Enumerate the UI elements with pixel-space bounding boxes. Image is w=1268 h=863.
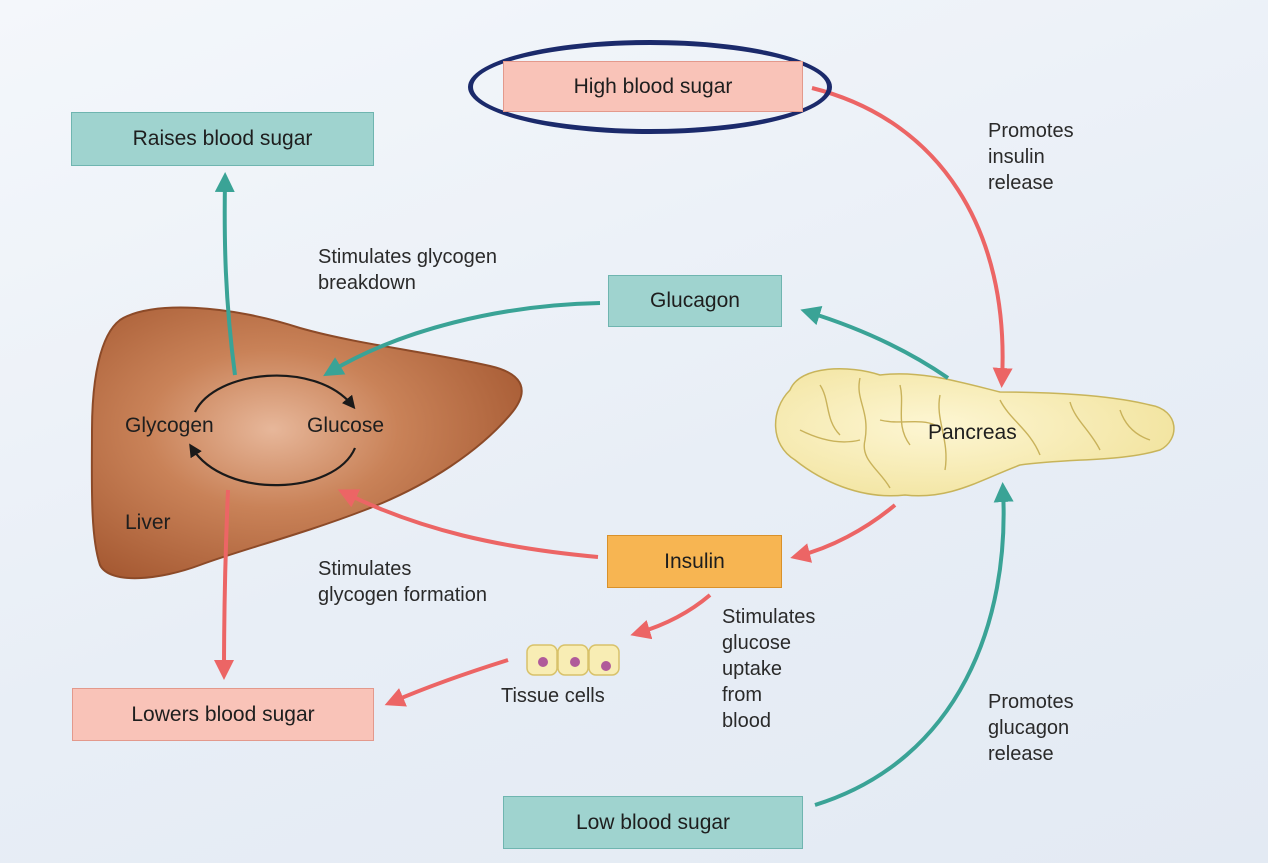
liver-shape [90,306,523,580]
arrow-liver-to-lowers [214,489,235,680]
stimulates-glucose-uptake-text: Stimulates glucose uptake from blood [722,606,816,732]
pancreas-label: Pancreas [928,421,1017,444]
high-blood-sugar-box: High blood sugar [503,61,803,112]
promotes-insulin-release-text: Promotes insulin release [988,120,1074,194]
arrow-insulin-to-liver [337,489,599,559]
glycogen-label: Glycogen [125,414,214,437]
promotes-glucagon-release-text: Promotes glucagon release [988,691,1074,765]
low-blood-sugar-box: Low blood sugar [503,796,803,849]
arrow-pancreas-to-glucagon [800,305,950,380]
glucose-label: Glucose [307,414,385,437]
high-blood-sugar-label: High blood sugar [573,74,733,98]
lowers-blood-sugar-label: Lowers blood sugar [131,702,315,726]
tissue-cells-label: Tissue cells [501,685,605,707]
arrow-liver-to-raises [214,172,237,376]
liver-label: Liver [125,511,171,534]
stimulates-glycogen-formation-text: Stimulates glycogen formation [318,558,487,606]
arrow-high-sugar-to-pancreas [811,86,1013,388]
arrow-insulin-to-tissue [630,593,712,640]
low-blood-sugar-label: Low blood sugar [575,810,731,834]
arrow-tissue-to-lowers [384,658,509,707]
arrow-low-sugar-to-pancreas [814,482,1014,807]
glycogen-to-glucose-arrow [194,374,356,413]
tissue-cells-graphic [526,644,620,676]
lowers-blood-sugar-box: Lowers blood sugar [72,688,374,741]
stimulates-glycogen-breakdown-text: Stimulates glycogen breakdown [318,246,497,294]
pancreas-lobule-lines [799,377,1151,489]
insulin-box: Insulin [607,535,782,588]
glucose-to-glycogen-arrow [189,443,357,487]
raises-blood-sugar-box: Raises blood sugar [71,112,374,166]
raises-blood-sugar-label: Raises blood sugar [132,127,313,150]
glucagon-box: Glucagon [608,275,782,327]
arrow-pancreas-to-insulin [790,503,897,563]
pancreas-shape [774,368,1175,497]
high-blood-sugar-highlight-ring [468,40,832,134]
arrow-glucagon-to-liver [323,301,601,377]
glucagon-label: Glucagon [650,289,740,312]
insulin-label: Insulin [664,549,725,573]
